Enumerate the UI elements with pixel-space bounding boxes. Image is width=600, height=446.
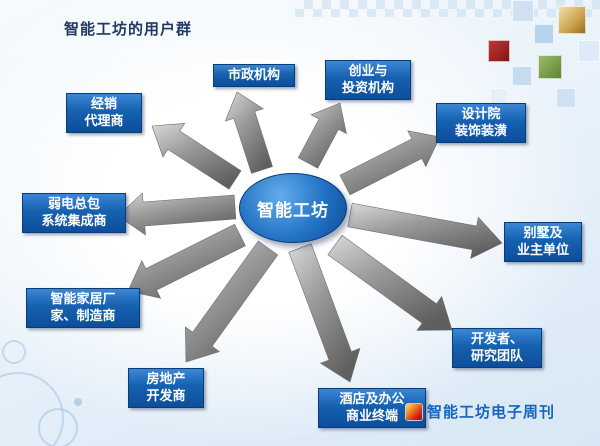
node-smart-home-manufacturers: 智能家居厂 家、制造商 — [26, 288, 140, 328]
node-municipal: 市政机构 — [213, 64, 295, 87]
center-node-label: 智能工坊 — [257, 200, 329, 220]
brand-text: 智能工坊电子周刊 — [427, 404, 556, 421]
arrow-to-system-integrators — [117, 192, 237, 236]
brand-logo-icon — [406, 403, 422, 420]
arrow-to-startup-investment — [297, 102, 347, 169]
center-node: 智能工坊 — [239, 173, 347, 243]
node-startup-investment: 创业与 投资机构 — [325, 60, 411, 100]
arrow-to-smart-home-manufacturers — [127, 223, 246, 299]
node-real-estate: 房地产 开发商 — [128, 368, 204, 408]
arrow-to-municipal — [224, 91, 273, 174]
node-developers-research: 开发者、 研究团队 — [452, 328, 542, 368]
arrow-to-distributors — [151, 123, 242, 190]
node-villa-owners: 别墅及 业主单位 — [504, 222, 582, 262]
footer-brand: 智能工坊电子周刊 — [406, 401, 555, 422]
arrow-to-real-estate — [184, 240, 279, 363]
node-distributors: 经销 代理商 — [66, 93, 142, 133]
node-system-integrators: 弱电总包 系统集成商 — [22, 193, 126, 233]
arrow-to-developers-research — [327, 234, 453, 331]
arrow-to-hotel-office — [288, 243, 361, 383]
arrow-to-villa-owners — [347, 202, 503, 260]
node-design-institute: 设计院 装饰装潢 — [436, 103, 526, 143]
arrow-to-design-institute — [339, 130, 441, 196]
page-title: 智能工坊的用户群 — [64, 21, 193, 38]
